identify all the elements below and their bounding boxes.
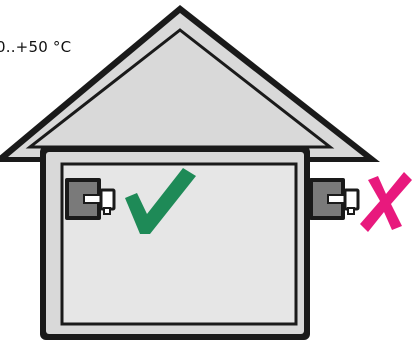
cross-mark-icon — [360, 172, 412, 232]
temperature-range-label: 0..+50 °C — [0, 38, 71, 56]
roof — [0, 5, 380, 162]
outdoor-sensor-device — [309, 178, 358, 220]
house-walls — [40, 146, 310, 340]
